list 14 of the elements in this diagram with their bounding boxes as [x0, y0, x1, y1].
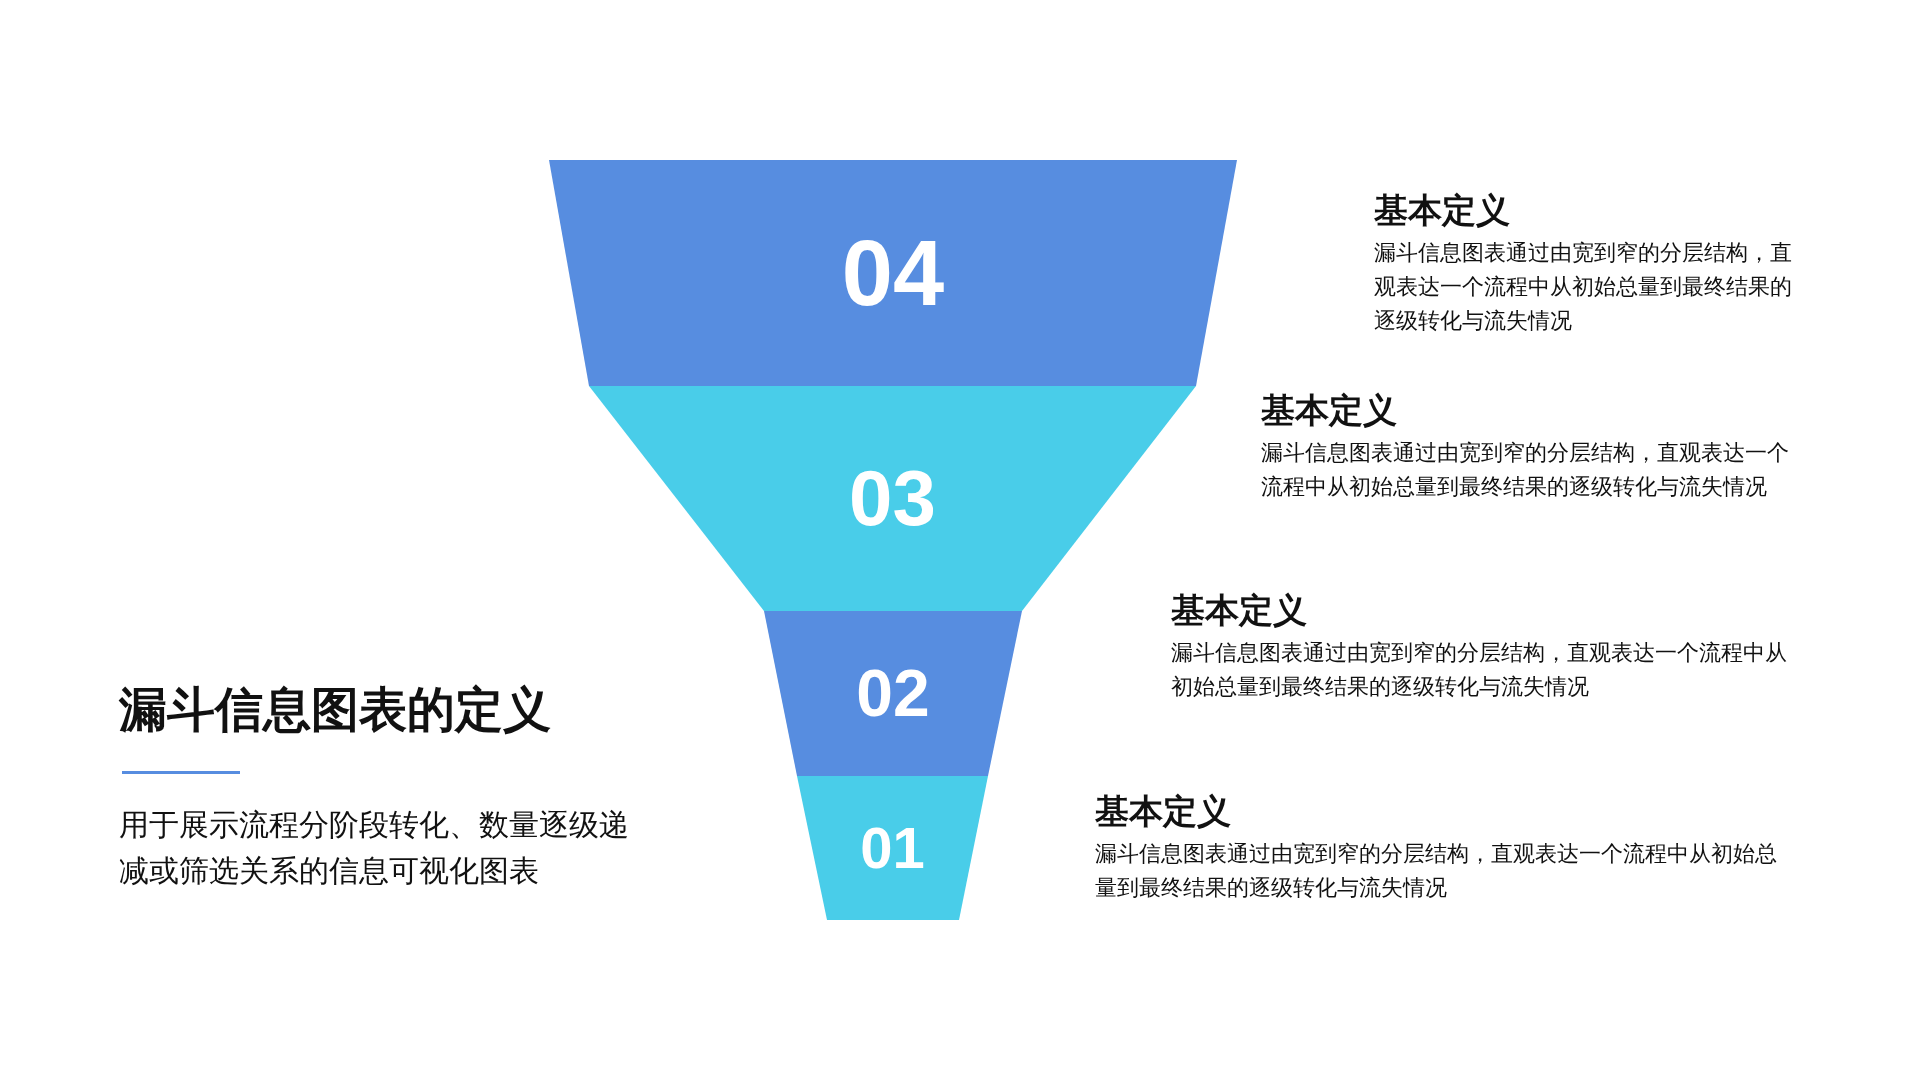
step-number: 02	[856, 656, 930, 730]
description-text: 漏斗信息图表通过由宽到窄的分层结构，直观表达一个流程中从初始总量到最终结果的逐级转化与流失情况	[1374, 239, 1793, 335]
section-heading: 基本定义	[1261, 390, 1397, 430]
section-heading: 基本定义	[1374, 190, 1510, 230]
step-number: 04	[841, 222, 945, 324]
title: 漏斗信息图表的定义	[119, 682, 551, 738]
description-text: 用于展示流程分阶段转化、数量逐级递减或筛选关系的信息可视化图表	[119, 807, 630, 889]
step-number: 01	[860, 815, 925, 880]
description-text: 漏斗信息图表通过由宽到窄的分层结构，直观表达一个流程中从初始总量到最终结果的逐级转化与流失情况	[1171, 639, 1788, 701]
section-heading: 基本定义	[1095, 791, 1231, 831]
section-heading: 基本定义	[1171, 590, 1307, 630]
description-text: 漏斗信息图表通过由宽到窄的分层结构，直观表达一个流程中从初始总量到最终结果的逐级转化与流失情况	[1095, 840, 1778, 902]
step-number: 03	[849, 454, 936, 542]
description-text: 漏斗信息图表通过由宽到窄的分层结构，直观表达一个流程中从初始总量到最终结果的逐级转化与流失情况	[1261, 439, 1790, 501]
